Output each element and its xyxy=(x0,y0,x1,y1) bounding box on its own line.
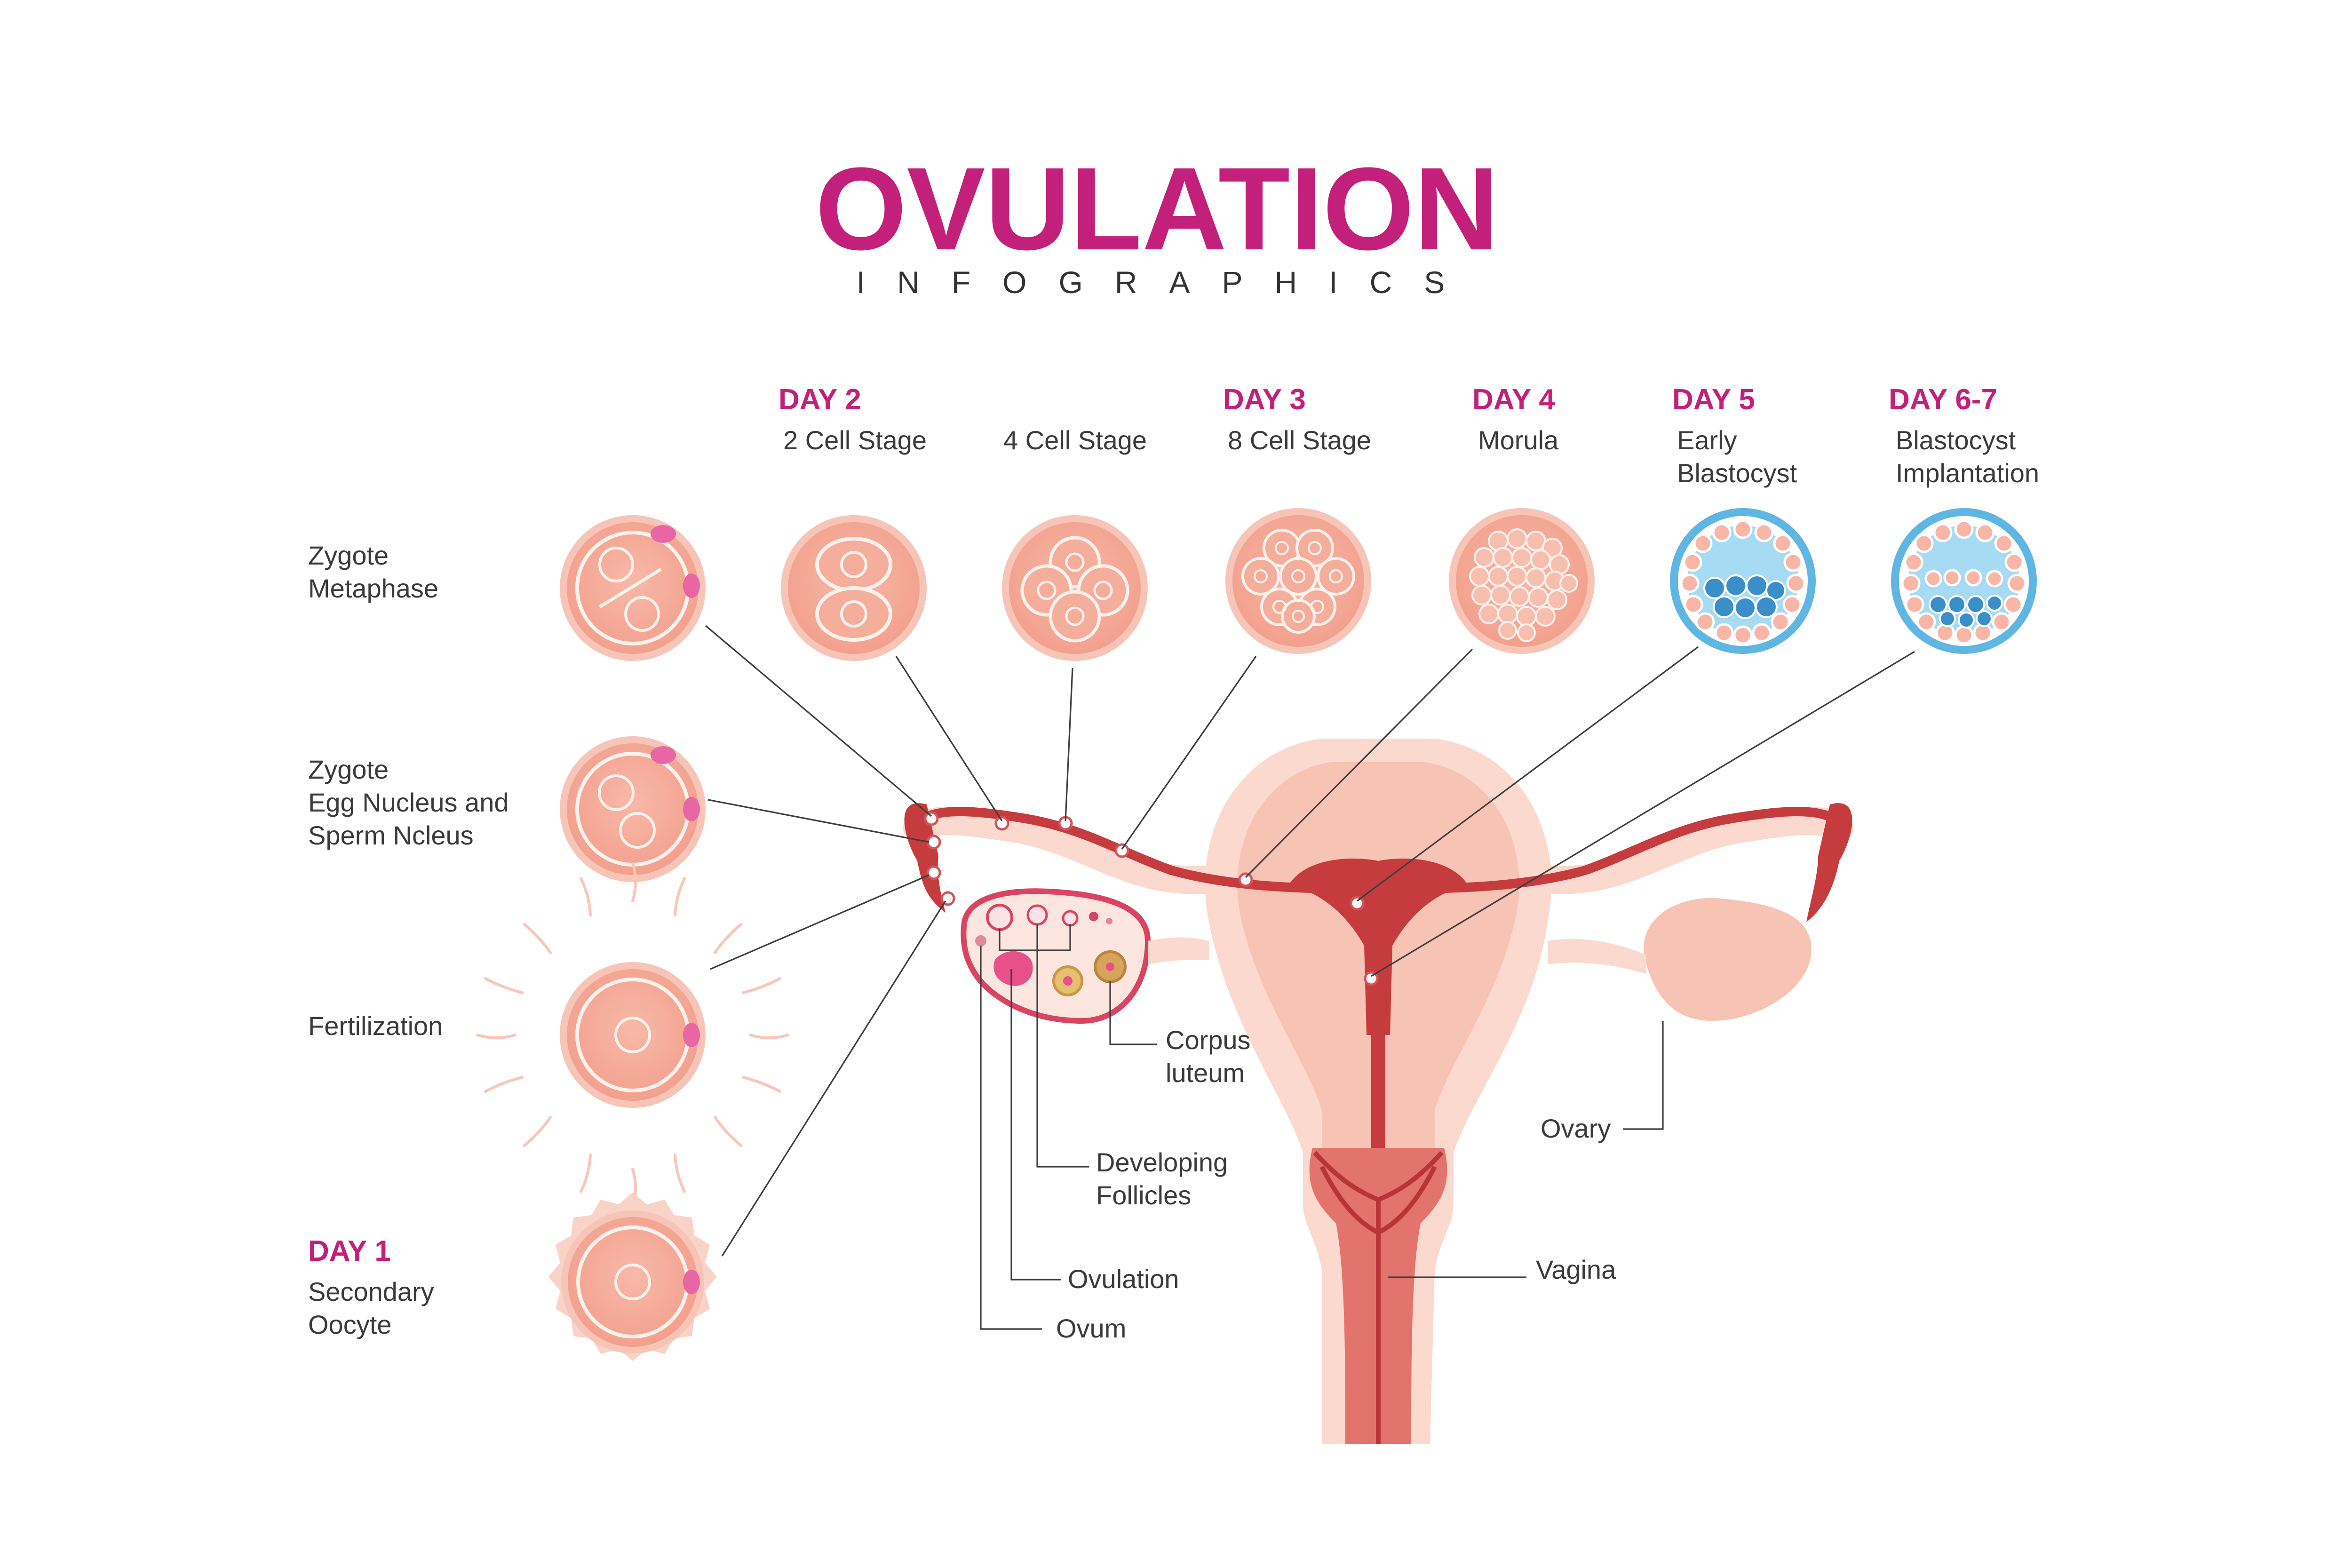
leader-lines xyxy=(705,625,1915,1330)
fallopian-tube-left xyxy=(903,807,1218,894)
two-cell-stage-label: 2 Cell Stage xyxy=(783,425,927,455)
follicle-1 xyxy=(986,904,1013,931)
vagina-rugae xyxy=(1313,1151,1444,1444)
tube-lumen-right xyxy=(1383,807,1837,894)
implantation-label-line-2: Implantation xyxy=(1896,458,2039,488)
cell-fertilization xyxy=(476,862,789,1208)
ovum-in-ovary xyxy=(975,935,986,947)
zygote-metaphase-line-1: Zygote xyxy=(308,541,389,570)
fimbriae-right xyxy=(1806,803,1852,922)
secondary-oocyte-line-1: Secondary xyxy=(308,1277,434,1306)
day-1-label: DAY 1 xyxy=(308,1235,391,1267)
fertilization-label: Fertilization xyxy=(308,1011,443,1041)
corpus-luteum-label-line-2: luteum xyxy=(1166,1058,1245,1088)
page-subtitle: INFOGRAPHICS xyxy=(857,265,1477,300)
ovulation-label: Ovulation xyxy=(1068,1264,1179,1294)
fallopian-tube-right xyxy=(1538,807,1853,894)
follicle-2 xyxy=(1026,904,1048,926)
ovary-right xyxy=(1644,898,1812,1021)
cell-blastocyst-implantation xyxy=(1891,508,2037,654)
zygote-nuclei-line-3: Sperm Ncleus xyxy=(308,820,474,850)
ovum-label: Ovum xyxy=(1056,1313,1126,1343)
morula-label: Morula xyxy=(1478,425,1559,455)
fimbriae-left xyxy=(904,803,946,913)
follicle-5 xyxy=(1106,918,1112,924)
uterus-diagram xyxy=(903,739,1853,1444)
vagina-label: Vagina xyxy=(1536,1255,1616,1284)
follicle-4 xyxy=(1089,912,1098,921)
ovarian-ligament-left xyxy=(1148,937,1209,964)
secondary-oocyte-line-2: Oocyte xyxy=(308,1310,391,1339)
day-3-label: DAY 3 xyxy=(1223,383,1306,416)
day-2-label: DAY 2 xyxy=(779,383,861,416)
eight-cell-stage-label: 8 Cell Stage xyxy=(1228,425,1371,455)
day-4-label: DAY 4 xyxy=(1472,383,1555,416)
early-blastocyst-label-line-1: Early xyxy=(1677,425,1737,455)
cell-eight-cell-stage xyxy=(1225,508,1371,654)
cell-two-cell-stage xyxy=(781,515,927,661)
left-stage-labels: Zygote Metaphase Zygote Egg Nucleus and … xyxy=(308,541,509,1339)
implantation-label-line-1: Blastocyst xyxy=(1896,425,2016,455)
cervical-canal xyxy=(1371,1007,1385,1153)
zygote-nuclei-line-1: Zygote xyxy=(308,755,389,784)
day-5-label: DAY 5 xyxy=(1672,383,1755,416)
developing-follicles-label-line-1: Developing xyxy=(1096,1147,1228,1177)
corpus-luteum-small-center xyxy=(1063,976,1073,986)
ovary-label: Ovary xyxy=(1541,1114,1611,1143)
page-title: OVULATION xyxy=(815,143,1499,274)
top-stage-labels: DAY 2 2 Cell Stage 4 Cell Stage DAY 3 8 … xyxy=(779,383,2039,488)
anatomy-labels: Corpus luteum Developing Follicles Ovula… xyxy=(1056,1025,1616,1343)
ovulating-follicle xyxy=(993,951,1033,986)
developing-follicles-label-line-2: Follicles xyxy=(1096,1180,1191,1210)
cell-secondary-oocyte xyxy=(548,1193,717,1361)
day-6-7-label: DAY 6-7 xyxy=(1889,383,1997,416)
cell-zygote-metaphase xyxy=(560,515,706,661)
early-blastocyst-label-line-2: Blastocyst xyxy=(1677,458,1797,488)
corpus-luteum-center xyxy=(1106,963,1114,971)
cell-zygote-nuclei xyxy=(560,736,706,882)
zygote-nuclei-line-2: Egg Nucleus and xyxy=(308,788,509,817)
cell-morula xyxy=(1449,508,1595,654)
cell-four-cell-stage xyxy=(1002,515,1148,661)
follicle-3 xyxy=(1062,910,1079,927)
cell-early-blastocyst xyxy=(1670,508,1816,654)
four-cell-stage-label: 4 Cell Stage xyxy=(1003,425,1147,455)
ovarian-ligament-right xyxy=(1548,939,1646,974)
zygote-metaphase-line-2: Metaphase xyxy=(308,573,438,603)
uterus-fundus xyxy=(1289,859,1468,1035)
corpus-luteum-label-line-1: Corpus xyxy=(1166,1025,1251,1055)
